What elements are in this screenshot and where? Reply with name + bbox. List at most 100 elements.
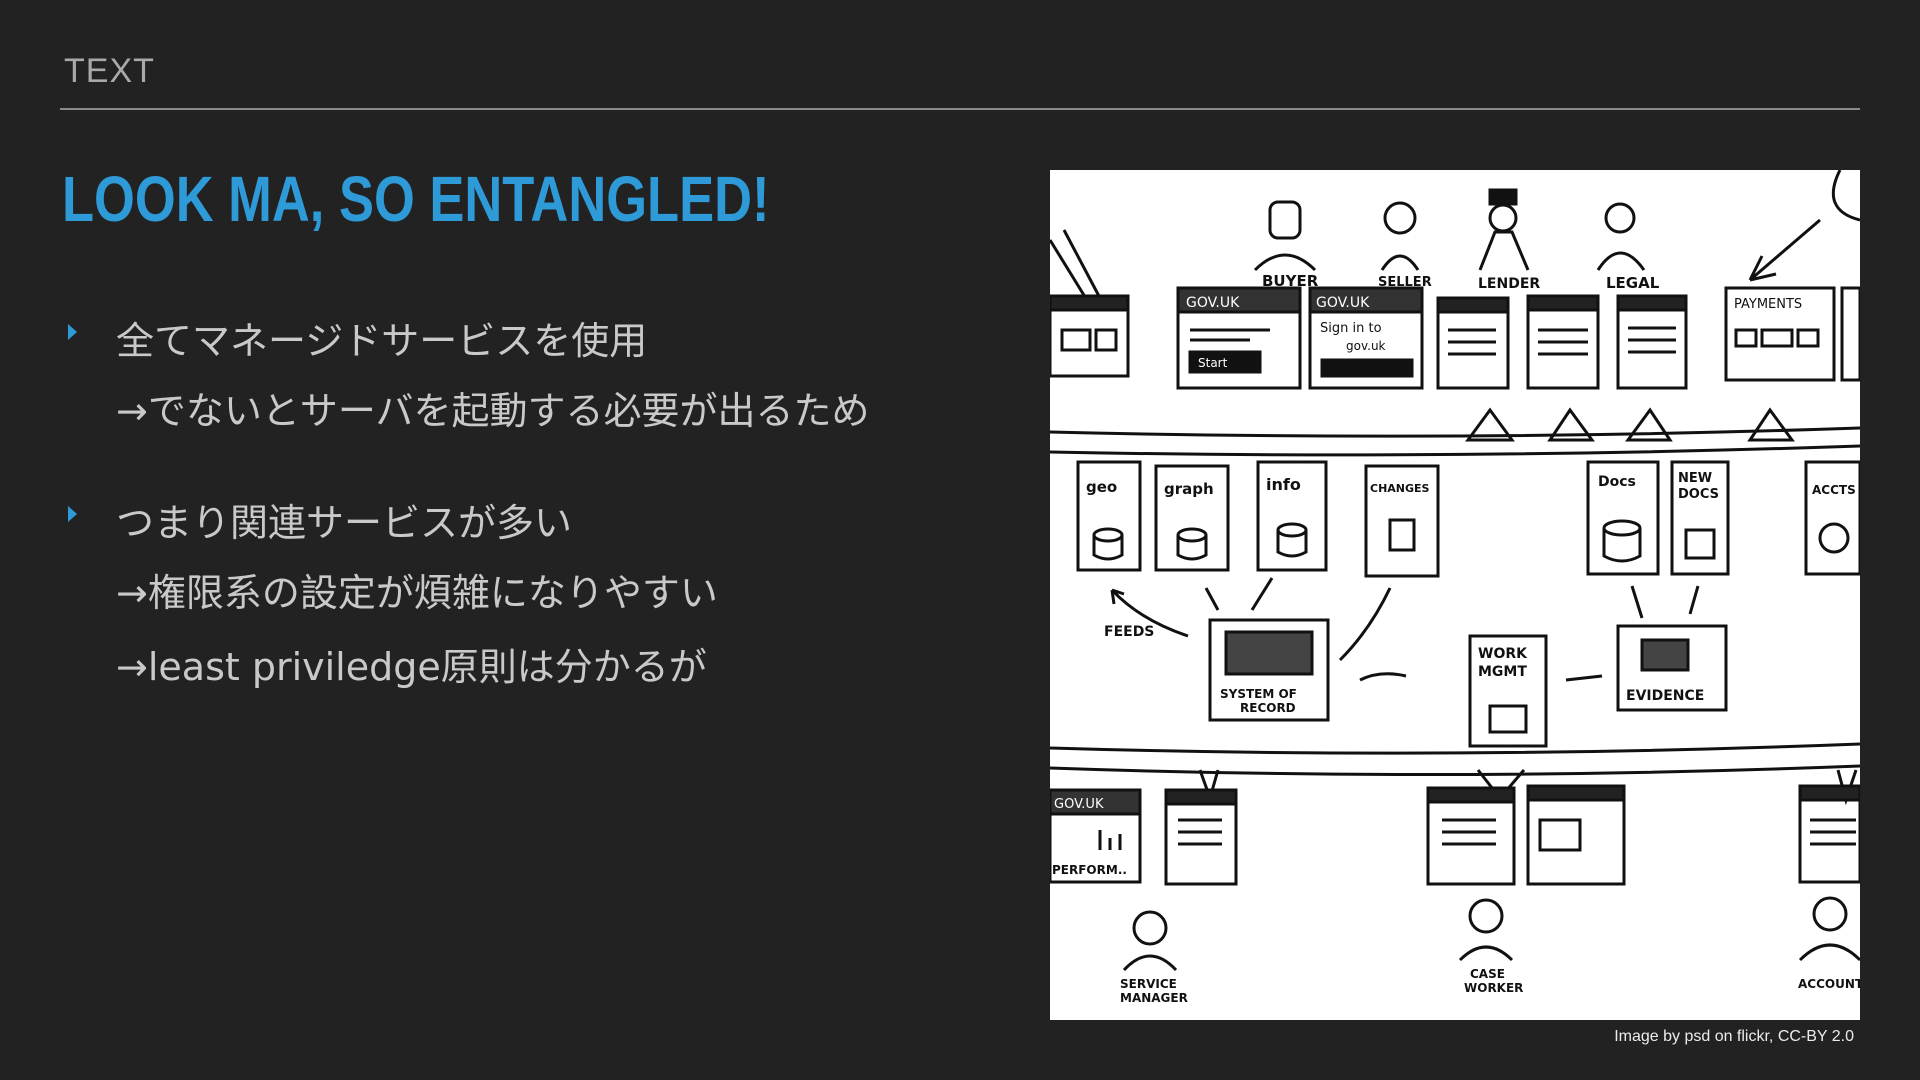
svg-text:PERFORM..: PERFORM.. (1052, 863, 1127, 877)
govuk-performance-box: GOV.UK PERFORM.. (1050, 788, 1142, 884)
svg-text:graph: graph (1164, 480, 1214, 498)
sketch-line (1062, 229, 1102, 299)
svg-text:MGMT: MGMT (1478, 664, 1527, 680)
svg-text:LEGAL: LEGAL (1606, 274, 1660, 292)
service-box (1526, 294, 1600, 390)
svg-text:SERVICE: SERVICE (1120, 977, 1177, 991)
sub-bullet-text: →権限系の設定が煩雑になりやすい (116, 571, 718, 615)
connector (1547, 407, 1595, 442)
spacer (68, 444, 968, 482)
govuk-start-box: GOV.UK Start (1176, 286, 1302, 390)
slide-title: LOOK MA, SO ENTANGLED! (62, 163, 770, 235)
svg-text:MANAGER: MANAGER (1120, 991, 1188, 1005)
frontend-box (1840, 286, 1860, 382)
svg-text:ACCOUNT: ACCOUNT (1798, 977, 1860, 991)
svg-text:geo: geo (1086, 478, 1117, 496)
service-box (1164, 788, 1238, 886)
svg-text:BUYER: BUYER (1262, 272, 1319, 290)
graph-box: graph (1154, 464, 1230, 572)
seller-figure: SELLER (1378, 201, 1432, 290)
case-worker-figure: CASE WORKER (1458, 898, 1523, 995)
svg-text:SYSTEM OF: SYSTEM OF (1220, 687, 1297, 701)
sketch-arrow (1338, 587, 1392, 662)
sketch-arrow (1250, 577, 1274, 611)
docs-box: Docs (1586, 460, 1660, 576)
connector (1747, 407, 1795, 442)
buyer-figure: BUYER (1253, 200, 1319, 290)
sketch-arrow (1359, 672, 1407, 682)
svg-text:LENDER: LENDER (1478, 276, 1540, 292)
sketch-line (1050, 239, 1092, 306)
svg-text:EVIDENCE: EVIDENCE (1626, 688, 1704, 704)
sub-bullet: →権限系の設定が煩雑になりやすい (68, 552, 968, 626)
service-box (1526, 784, 1626, 886)
svg-text:GOV.UK: GOV.UK (1316, 295, 1370, 311)
sketch-arrow (1688, 585, 1700, 615)
svg-text:gov.uk: gov.uk (1346, 339, 1386, 353)
header-divider (60, 108, 1860, 110)
sketch-arrow (1110, 588, 1189, 638)
payments-box: PAYMENTS (1724, 286, 1836, 382)
evidence-box: EVIDENCE (1616, 624, 1728, 712)
new-docs-box: NEW DOCS (1670, 460, 1730, 576)
sub-bullet: →でないとサーバを起動する必要が出るため (68, 370, 968, 444)
svg-text:NEW: NEW (1678, 471, 1712, 486)
architecture-sketch-image: BUYER SELLER LENDER LEGAL GOV (1050, 170, 1860, 1020)
svg-text:PAYMENTS: PAYMENTS (1734, 297, 1802, 312)
sketch-arrow (1204, 587, 1220, 611)
sketch-arrow (1748, 218, 1821, 282)
sub-bullet-text: →でないとサーバを起動する必要が出るため (116, 389, 870, 433)
svg-text:SELLER: SELLER (1378, 275, 1432, 290)
lender-figure: LENDER (1478, 188, 1540, 292)
svg-text:RECORD: RECORD (1240, 701, 1296, 715)
sketch-band-line (1050, 764, 1860, 777)
bullet-text: つまり関連サービスが多い (116, 501, 573, 545)
legal-figure: LEGAL (1596, 202, 1660, 292)
accts-box: ACCTS (1804, 460, 1860, 576)
svg-text:ACCTS: ACCTS (1812, 483, 1856, 497)
sketch-cloud (1831, 170, 1860, 222)
bullet-list: 全てマネージドサービスを使用 →でないとサーバを起動する必要が出るため つまり関… (68, 300, 968, 700)
bullet-marker-icon (68, 324, 77, 340)
govuk-signin-box: GOV.UK Sign in to gov.uk (1308, 286, 1424, 390)
svg-text:GOV.UK: GOV.UK (1186, 295, 1240, 311)
service-box (1426, 786, 1516, 886)
svg-text:CHANGES: CHANGES (1370, 482, 1430, 495)
connector (1465, 407, 1515, 442)
work-management-box: WORK MGMT (1468, 634, 1548, 748)
changes-box: CHANGES (1364, 464, 1440, 578)
svg-text:Sign in to: Sign in to (1320, 321, 1382, 336)
svg-text:GOV.UK: GOV.UK (1054, 797, 1104, 812)
geo-box: geo (1076, 460, 1142, 572)
bullet-text: 全てマネージドサービスを使用 (116, 319, 648, 363)
svg-text:WORKER: WORKER (1464, 981, 1523, 995)
account-figure: ACCOUNT (1798, 896, 1860, 991)
bullet-marker-icon (68, 506, 77, 522)
sketch-band-line (1050, 444, 1860, 457)
bullet-item: 全てマネージドサービスを使用 (68, 300, 968, 370)
sketch-arrow (1630, 585, 1644, 619)
system-of-record-box: SYSTEM OF RECORD (1208, 618, 1330, 722)
svg-text:DOCS: DOCS (1678, 487, 1719, 502)
svg-text:Docs: Docs (1598, 474, 1636, 490)
service-box (1616, 294, 1688, 390)
bullet-item: つまり関連サービスが多い (68, 482, 968, 552)
frontend-box (1050, 294, 1130, 378)
feeds-label: FEEDS (1104, 624, 1154, 640)
sub-bullet: →least priviledge原則は分かるが (68, 626, 968, 700)
svg-text:CASE: CASE (1470, 967, 1505, 981)
sketch-band-line (1050, 426, 1860, 438)
section-label: TEXT (64, 52, 155, 90)
info-box: info (1256, 460, 1328, 572)
sketch-arrow (1565, 674, 1603, 682)
service-box (1436, 296, 1510, 390)
svg-text:info: info (1266, 475, 1301, 494)
service-manager-figure: SERVICE MANAGER (1120, 910, 1188, 1005)
svg-text:WORK: WORK (1478, 646, 1528, 662)
image-caption: Image by psd on flickr, CC-BY 2.0 (1614, 1028, 1854, 1045)
connector (1625, 407, 1673, 442)
service-box (1798, 784, 1860, 884)
svg-text:Start: Start (1198, 356, 1228, 370)
sub-bullet-text: →least priviledge原則は分かるが (116, 645, 707, 689)
sketch-band-line (1050, 742, 1860, 755)
